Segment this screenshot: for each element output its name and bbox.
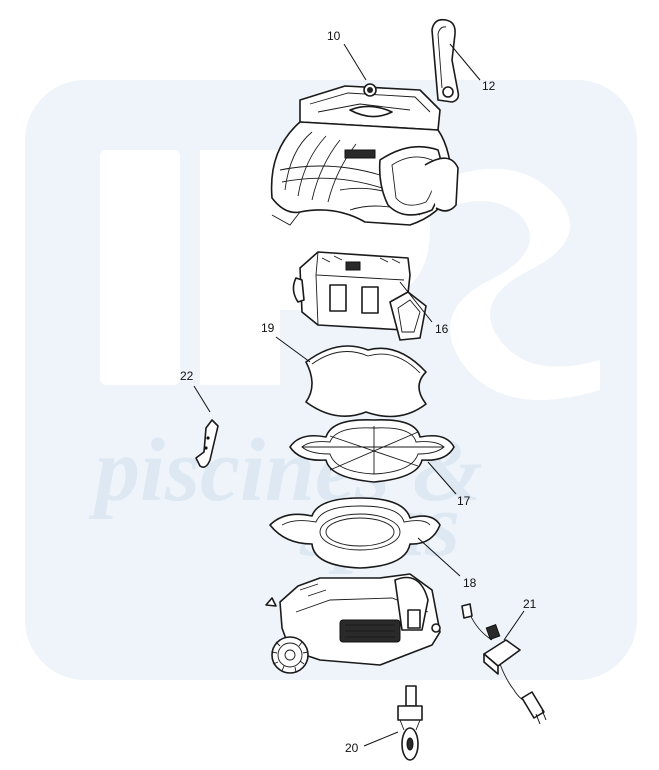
leader-19 [275,336,311,363]
part-filter-pad [305,345,427,418]
callout-19: 19 [261,321,275,335]
callout-labels: 10 12 16 19 22 17 18 21 20 [180,29,537,755]
part-power-supply [461,603,547,725]
callout-17: 17 [457,494,471,508]
callout-18: 18 [463,576,477,590]
callout-21: 21 [523,597,537,611]
part-clip [195,419,219,468]
callout-10: 10 [327,29,341,43]
leader-17 [427,461,457,495]
leader-12 [449,43,481,81]
leader-22 [193,385,211,413]
leader-21 [503,610,525,641]
part-10-cap [343,43,367,81]
part-motor-block [292,251,427,341]
part-caster-wheel [397,685,423,761]
part-filter-frame [289,419,455,483]
callout-12: 12 [482,79,496,93]
callout-22: 22 [180,369,194,383]
leader-20 [363,731,399,747]
callout-16: 16 [435,322,449,336]
leader-lines [193,43,525,747]
leader-16 [399,281,433,323]
part-top-cover [270,83,459,226]
part-gasket-frame [269,497,441,569]
part-base-chassis [265,573,441,674]
part-handle [431,18,460,103]
callout-20: 20 [345,741,359,755]
leader-18 [417,537,461,577]
